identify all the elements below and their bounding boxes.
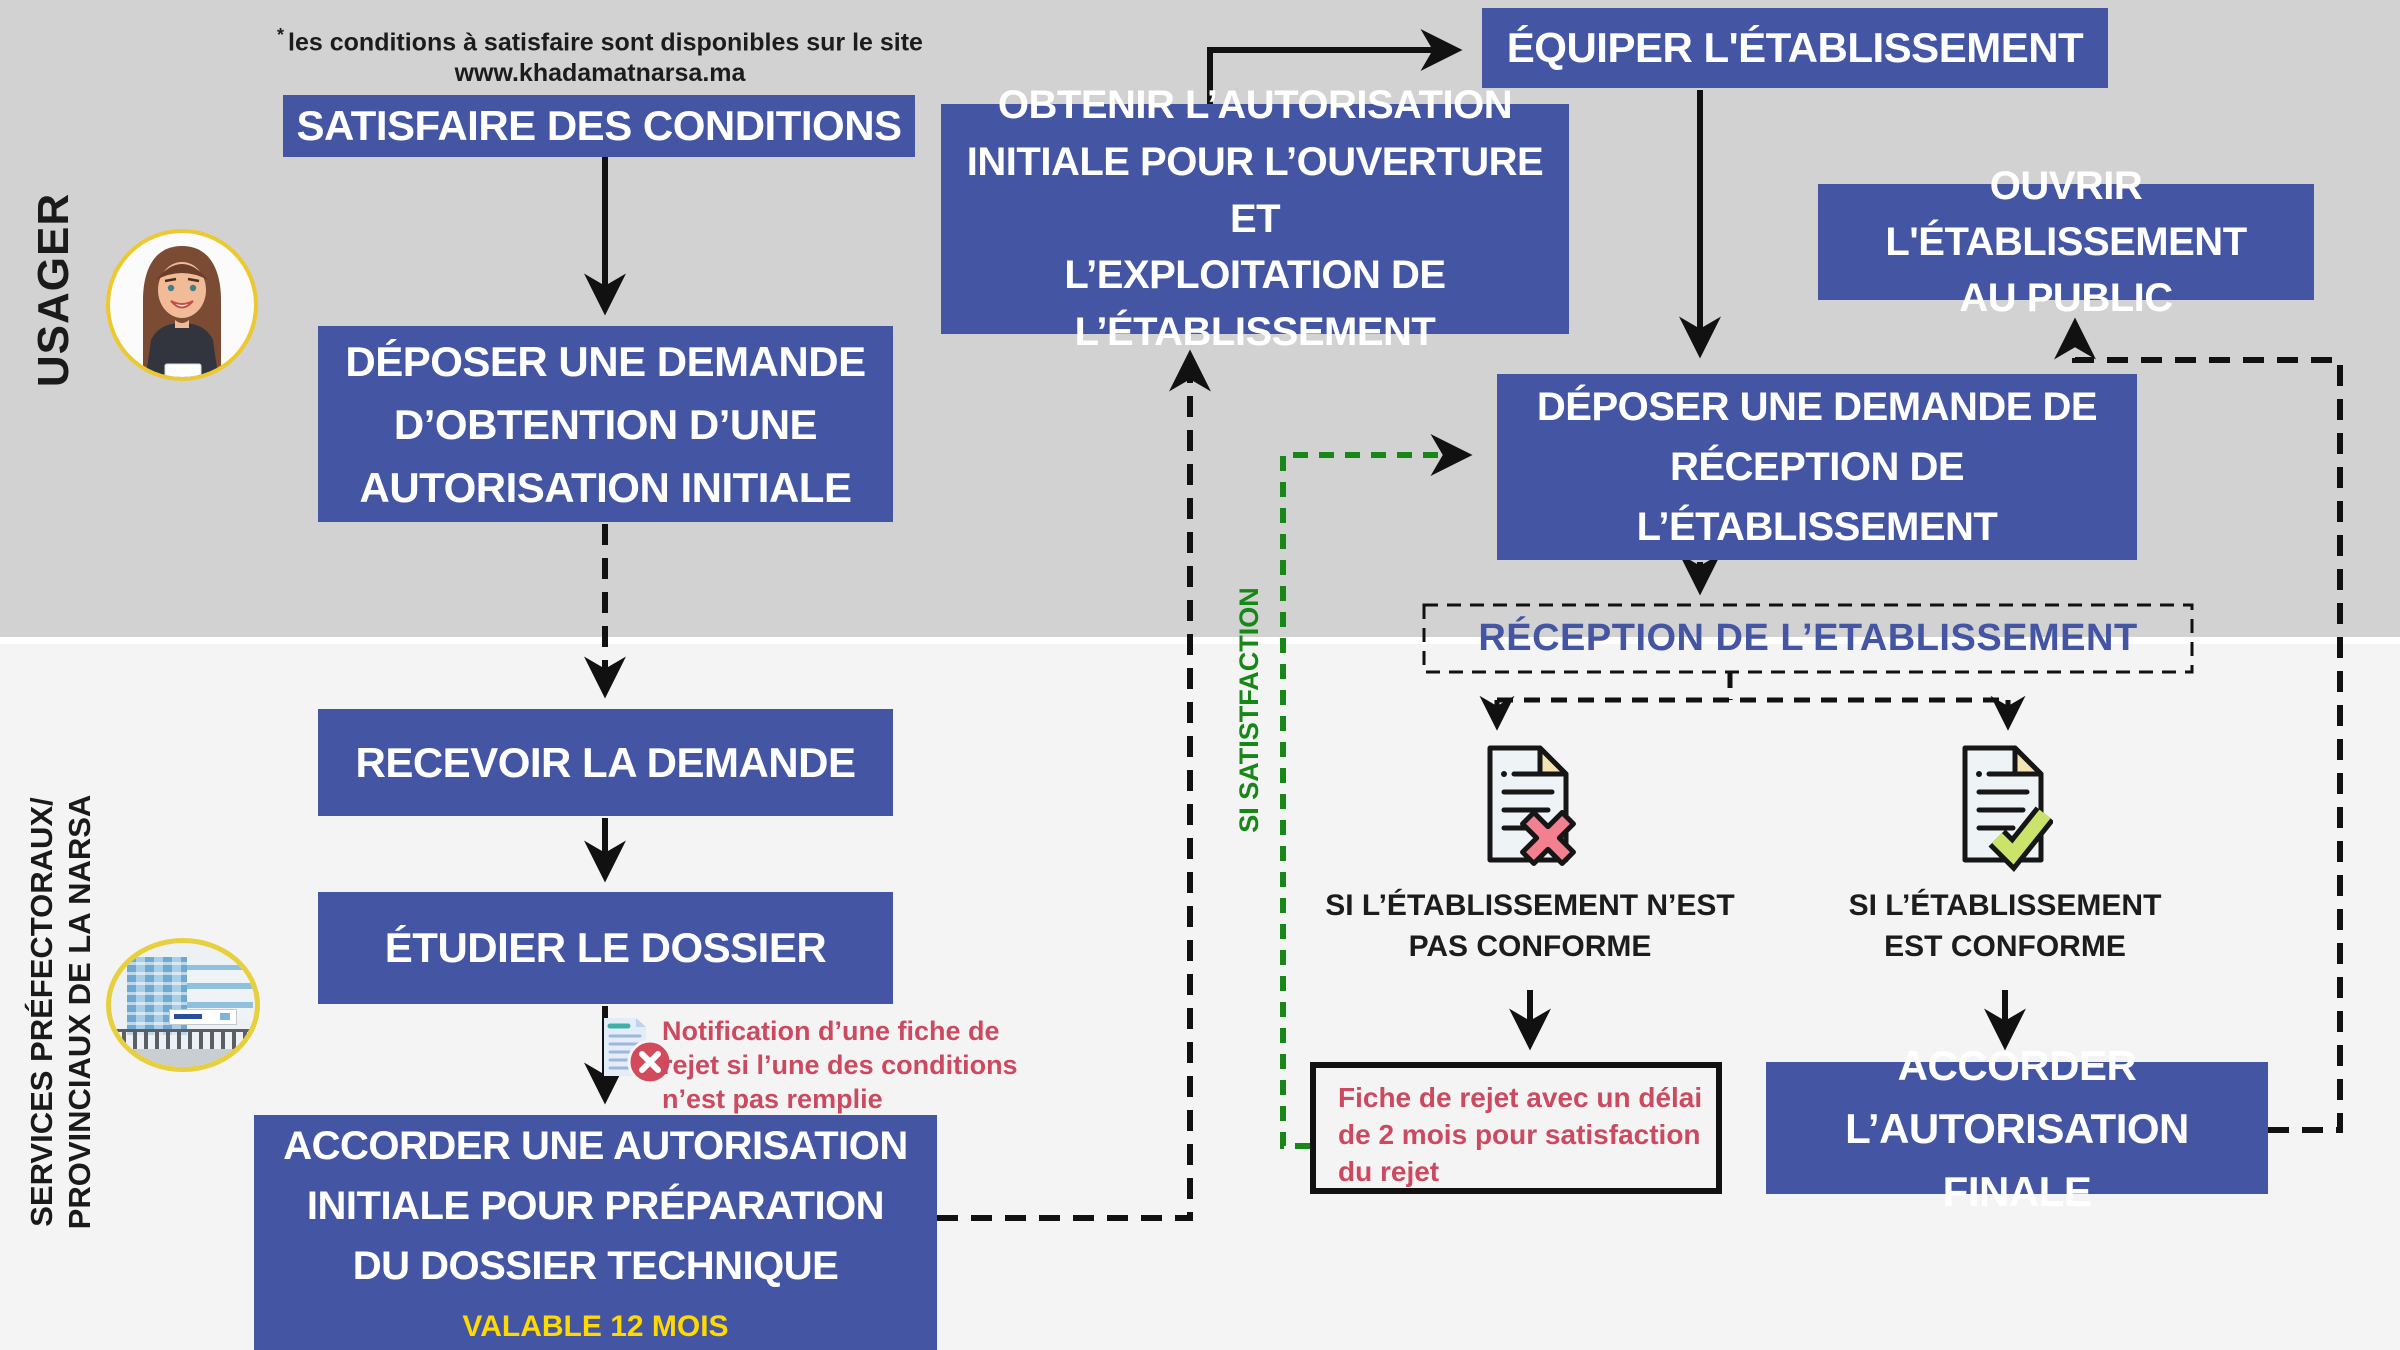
- step-deposer-demande-initiale: DÉPOSER UNE DEMANDE D’OBTENTION D’UNE AU…: [318, 326, 893, 522]
- usager-avatar: [105, 228, 259, 387]
- flow-si-satisfaction-green: [1280, 434, 1473, 1149]
- step-accorder-autorisation-finale: ACCORDER L’AUTORISATION FINALE: [1766, 1042, 2268, 1215]
- narsa-sign-text: [174, 1014, 202, 1019]
- building-ground: [111, 1049, 255, 1067]
- lane-label-usager: USAGER: [29, 192, 78, 388]
- step-satisfaire-conditions: SATISFAIRE DES CONDITIONS: [283, 95, 915, 157]
- step-recevoir-demande: RECEVOIR LA DEMANDE: [318, 709, 893, 816]
- lane-label-services: SERVICES PRÉFECTORAUX/ PROVINCIAUX DE LA…: [24, 794, 97, 1230]
- notification-reject-icon: [600, 1014, 700, 1095]
- document-approved-icon: [1957, 742, 2055, 879]
- step-reception-etablissement: RÉCEPTION DE L’ETABLISSEMENT: [1478, 617, 2138, 659]
- step-ouvrir-etablissement: OUVRIR L'ÉTABLISSEMENT AU PUBLIC: [1818, 164, 2314, 320]
- step-obtenir-autorisation-initiale: OBTENIR L’AUTORISATION INITIALE POUR L’O…: [941, 83, 1569, 354]
- label-si-satisfaction: SI SATISTFACTION: [1234, 587, 1264, 833]
- building-fence: [111, 1029, 255, 1052]
- document-rejected-icon: [1482, 742, 1578, 879]
- label-conforme: SI L’ÉTABLISSEMENT EST CONFORME: [1848, 889, 2162, 963]
- fiche-rejet-box: Fiche de rejet avec un délai de 2 mois p…: [1310, 1062, 1722, 1194]
- flow-obtenir-equiper: [1207, 29, 1463, 104]
- asterisk: *: [277, 25, 285, 45]
- valable-12-mois-note: VALABLE 12 MOIS: [462, 1310, 729, 1343]
- narsa-sign-logo: [220, 1013, 230, 1020]
- flow-accorder-finale-ouvrir: [2054, 317, 2343, 1133]
- woman-avatar-icon: [106, 229, 258, 381]
- site-note-text: les conditions à satisfaire sont disponi…: [288, 28, 923, 88]
- step-deposer-demande-reception: DÉPOSER UNE DEMANDE DE RÉCEPTION DE L’ÉT…: [1497, 374, 2137, 560]
- label-non-conforme: SI L’ÉTABLISSEMENT N’EST PAS CONFORME: [1325, 889, 1735, 963]
- step-etudier-dossier: ÉTUDIER LE DOSSIER: [318, 892, 893, 1004]
- narsa-sign: [169, 1009, 237, 1025]
- site-note: *les conditions à satisfaire sont dispon…: [270, 20, 930, 89]
- narsa-building-avatar: [106, 938, 260, 1072]
- flow-accorder-initiale-obtenir: [937, 349, 1211, 1221]
- reception-dashed-border: [1422, 603, 2194, 674]
- label-notification-rejet: Notification d’une fiche de rejet si l’u…: [662, 1016, 1018, 1114]
- lane-divider: [0, 637, 2400, 644]
- step-equiper-etablissement: ÉQUIPER L'ÉTABLISSEMENT: [1482, 8, 2108, 88]
- step-accorder-initiale-label: ACCORDER UNE AUTORISATION INITIALE POUR …: [283, 1124, 908, 1288]
- step-accorder-autorisation-initiale: ACCORDER UNE AUTORISATION INITIALE POUR …: [254, 1115, 937, 1350]
